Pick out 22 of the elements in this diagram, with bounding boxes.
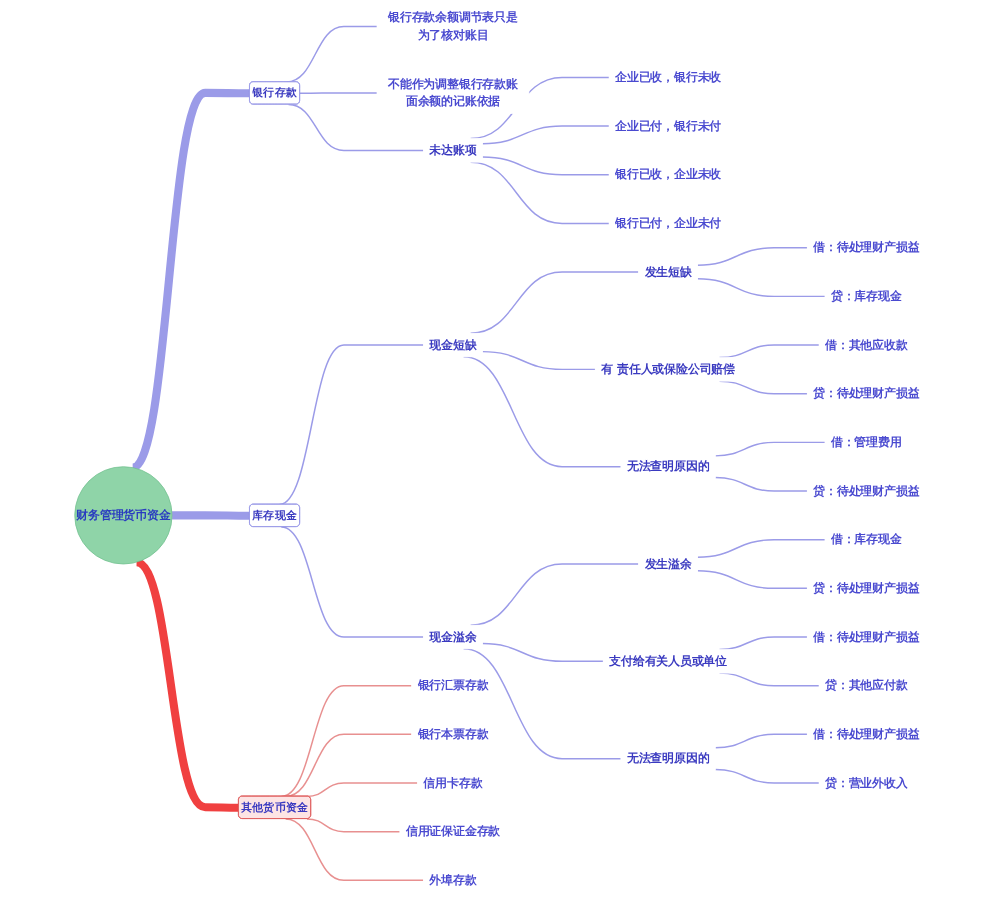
connector — [481, 156, 610, 176]
connector — [696, 278, 826, 298]
connector — [306, 782, 419, 798]
connector — [129, 88, 250, 471]
connector — [696, 247, 809, 267]
connector — [299, 92, 378, 94]
connector — [284, 818, 425, 882]
connector — [134, 558, 239, 812]
connector — [696, 538, 826, 558]
connector — [481, 350, 596, 371]
connector — [280, 526, 425, 638]
connector — [280, 684, 413, 798]
connector — [278, 344, 425, 506]
connector — [481, 125, 610, 145]
connector — [696, 570, 809, 590]
connector — [714, 733, 809, 749]
connector — [714, 768, 820, 784]
connector — [714, 441, 826, 457]
connector — [306, 818, 401, 833]
connector — [172, 511, 250, 520]
connector — [481, 642, 604, 663]
connector — [714, 476, 809, 492]
